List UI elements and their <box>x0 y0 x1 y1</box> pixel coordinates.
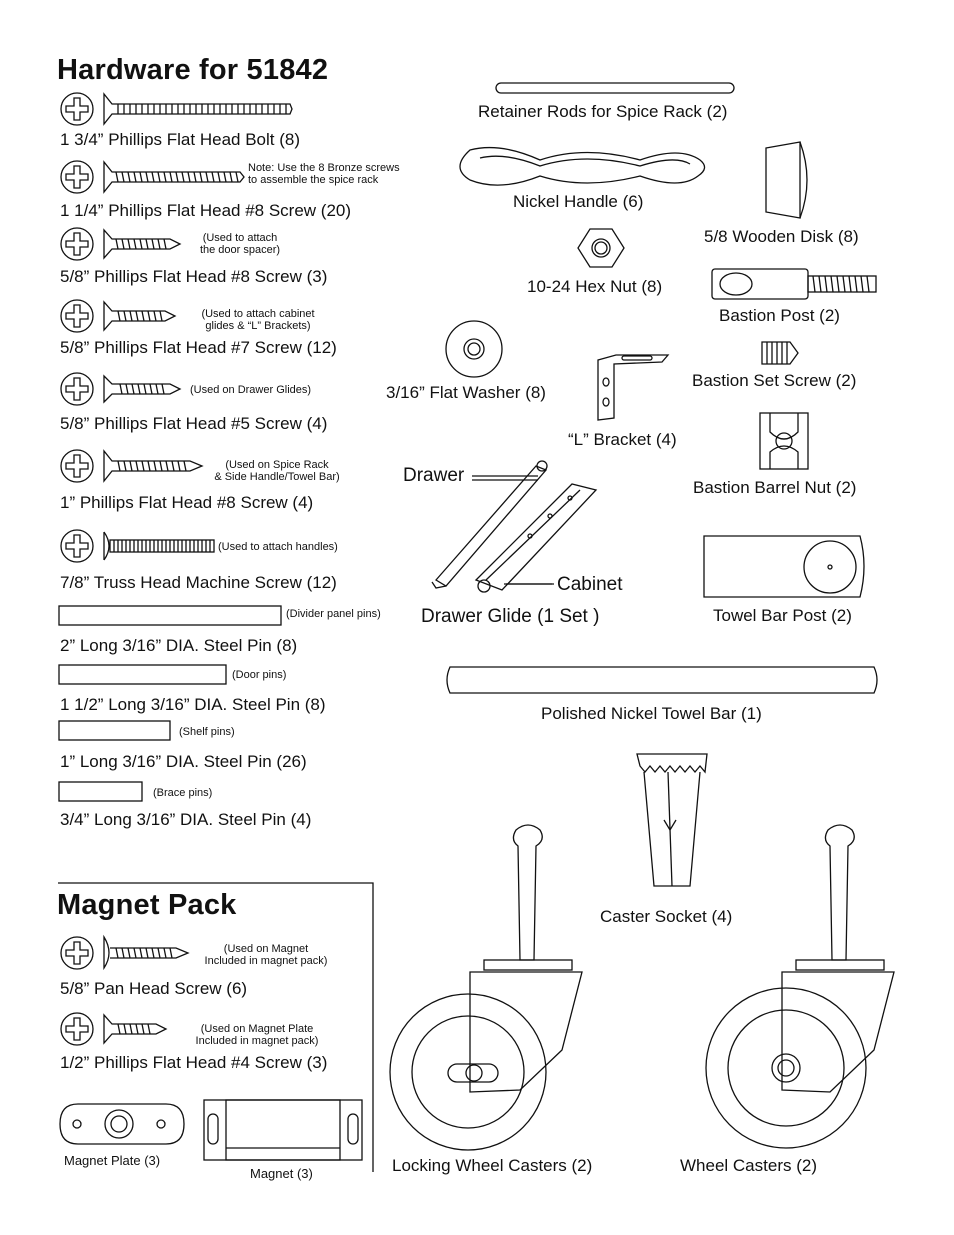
hardware-title: Hardware for 51842 <box>57 54 329 86</box>
magnet-plate-label: Magnet Plate (3) <box>64 1153 161 1168</box>
item-label: 1” Phillips Flat Head #8 Screw (4) <box>60 493 314 512</box>
steel-pin-2in-icon <box>58 605 282 626</box>
magnet-pack-title: Magnet Pack <box>57 889 237 921</box>
item-label: 1 1/2” Long 3/16” DIA. Steel Pin (8) <box>60 695 326 714</box>
item-note: to assemble the spice rack <box>248 174 379 186</box>
flat-head-screw-label: 1/2” Phillips Flat Head #4 Screw (3) <box>60 1053 328 1072</box>
item-note: (Door pins) <box>232 669 287 681</box>
retainer-rods-label: Retainer Rods for Spice Rack (2) <box>478 102 728 121</box>
item-label: 5/8” Phillips Flat Head #7 Screw (12) <box>60 338 337 357</box>
wooden-disk-icon <box>765 141 808 219</box>
nickel-handle-icon <box>459 146 706 186</box>
bastion-post-icon <box>711 268 877 300</box>
phillips-head-icon <box>60 227 94 261</box>
item-note: (Shelf pins) <box>179 726 235 738</box>
flat-head-screw-icon <box>103 449 204 483</box>
item-note: (Used to attach <box>202 232 278 244</box>
item-label: 5/8” Phillips Flat Head #5 Screw (4) <box>60 414 328 433</box>
flat-head-screw-icon <box>103 1013 168 1045</box>
item-label: 1 1/4” Phillips Flat Head #8 Screw (20) <box>60 201 352 220</box>
phillips-head-icon <box>60 936 94 970</box>
item-note: (Used to attach handles) <box>218 541 338 553</box>
item-note: Included in magnet pack) <box>195 1035 319 1047</box>
item-label: 1” Long 3/16” DIA. Steel Pin (26) <box>60 752 307 771</box>
phillips-head-icon <box>60 449 94 483</box>
hex-nut-label: 10-24 Hex Nut (8) <box>527 277 663 296</box>
flat-head-screw-icon <box>103 374 182 404</box>
bastion-set-screw-icon <box>761 341 799 365</box>
phillips-head-icon <box>60 529 94 563</box>
phillips-head-icon <box>60 160 94 194</box>
bastion-barrel-nut-icon <box>759 412 809 470</box>
nickel-handle-label: Nickel Handle (6) <box>513 192 644 211</box>
flat-washer-label: 3/16” Flat Washer (8) <box>386 383 546 402</box>
item-note: the door spacer) <box>199 244 281 256</box>
item-label: 5/8” Phillips Flat Head #8 Screw (3) <box>60 267 328 286</box>
bastion-set-screw-label: Bastion Set Screw (2) <box>692 371 857 390</box>
item-note: Included in magnet pack) <box>204 955 328 967</box>
item-note: (Used on Magnet Plate <box>200 1023 314 1035</box>
l-bracket-icon <box>597 354 670 421</box>
magnet-plate-icon <box>59 1103 185 1145</box>
pan-head-screw-icon <box>103 934 190 971</box>
magnet-icon <box>203 1099 363 1161</box>
towel-bar-post-icon <box>703 535 865 598</box>
towel-bar-icon <box>446 666 878 694</box>
flat-head-screw-icon <box>103 160 245 194</box>
towel-bar-post-label: Towel Bar Post (2) <box>713 606 852 625</box>
phillips-head-icon <box>60 1012 94 1046</box>
l-bracket-label: “L” Bracket (4) <box>568 430 677 449</box>
magnet-pack-frame <box>58 882 374 1172</box>
item-label: 1 3/4” Phillips Flat Head Bolt (8) <box>60 130 300 149</box>
caster-socket-icon <box>636 753 708 887</box>
item-label: 3/4” Long 3/16” DIA. Steel Pin (4) <box>60 810 312 829</box>
flat-head-screw-icon <box>103 300 177 332</box>
cabinet-label: Cabinet <box>557 574 623 595</box>
steel-pin-1in-icon <box>58 720 171 741</box>
phillips-head-icon <box>60 372 94 406</box>
bastion-post-label: Bastion Post (2) <box>719 306 840 325</box>
locking-wheel-casters-label: Locking Wheel Casters (2) <box>392 1156 593 1175</box>
bastion-barrel-nut-label: Bastion Barrel Nut (2) <box>693 478 857 497</box>
flat-head-screw-icon <box>103 228 182 260</box>
steel-pin-1-5in-icon <box>58 664 227 685</box>
item-note: (Used on Drawer Glides) <box>190 384 312 396</box>
magnet-label: Magnet (3) <box>250 1166 313 1181</box>
pan-head-screw-label: 5/8” Pan Head Screw (6) <box>60 979 248 998</box>
steel-pin-3-4in-icon <box>58 781 143 802</box>
flat-washer-icon <box>445 320 503 378</box>
hex-nut-icon <box>577 228 625 268</box>
towel-bar-label: Polished Nickel Towel Bar (1) <box>541 704 762 723</box>
locking-wheel-caster-icon <box>389 824 583 1151</box>
item-note: (Used to attach cabinet <box>201 308 315 320</box>
retainer-rod-icon <box>495 82 735 94</box>
wheel-caster-icon <box>705 824 895 1149</box>
item-note: (Divider panel pins) <box>286 608 381 620</box>
item-note: (Used on Spice Rack <box>225 459 329 471</box>
item-note: (Used on Magnet <box>223 943 309 955</box>
phillips-head-icon <box>60 92 94 126</box>
drawer-glide-icon <box>431 460 598 593</box>
item-note: glides & “L” Brackets) <box>205 320 311 332</box>
item-note: (Brace pins) <box>153 787 213 799</box>
drawer-label: Drawer <box>403 465 465 486</box>
wooden-disk-label: 5/8 Wooden Disk (8) <box>704 227 859 246</box>
flat-head-bolt-icon <box>103 92 293 126</box>
caster-socket-label: Caster Socket (4) <box>600 907 733 926</box>
wheel-casters-label: Wheel Casters (2) <box>680 1156 817 1175</box>
drawer-glide-label: Drawer Glide (1 Set ) <box>421 606 600 627</box>
phillips-head-icon <box>60 299 94 333</box>
item-note: Note: Use the 8 Bronze screws <box>248 162 400 174</box>
item-label: 2” Long 3/16” DIA. Steel Pin (8) <box>60 636 298 655</box>
item-label: 7/8” Truss Head Machine Screw (12) <box>60 573 337 592</box>
truss-head-screw-icon <box>103 531 215 561</box>
item-note: & Side Handle/Towel Bar) <box>214 471 340 483</box>
